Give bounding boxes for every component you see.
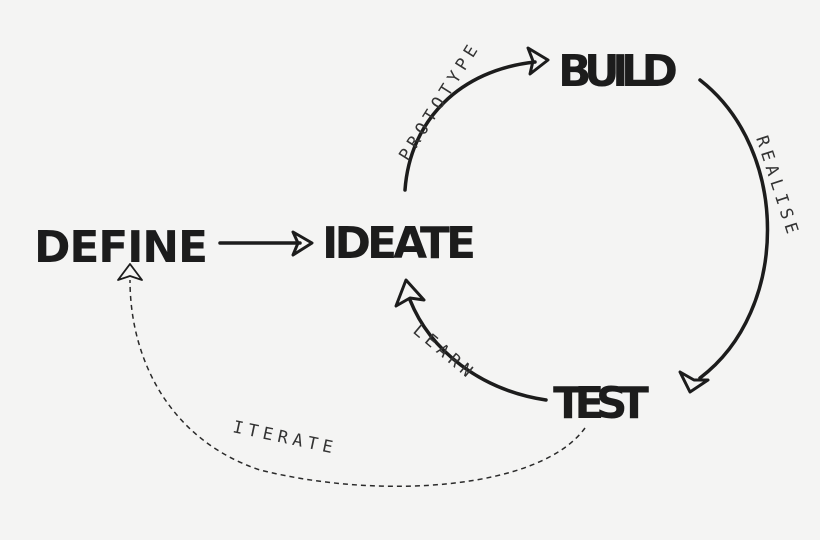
stage-define: DEFINE [34,222,210,273]
arrow-define-to-ideate [218,230,314,257]
label-prototype: PROTOTYPE [395,38,485,165]
arrow-build-to-test [678,78,770,394]
stage-ideate: IDEATE [322,218,478,269]
stage-build: BUILD [558,46,680,97]
arrow-ideate-to-build [403,46,550,192]
label-realise: REALISE [751,133,803,241]
label-learn: LEARN [409,321,480,385]
arrow-iterate-to-define [117,263,586,488]
label-iterate: ITERATE [231,417,339,459]
arrow-test-to-ideate [394,278,548,402]
stage-test: TEST [553,378,651,429]
